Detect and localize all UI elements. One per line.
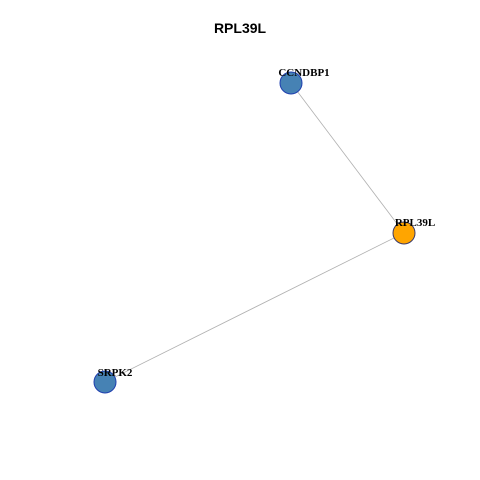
- edge-rpl39l-srpk2: [104, 232, 405, 383]
- graph-title: RPL39L: [213, 20, 267, 36]
- node-label-rpl39l: RPL39L: [395, 217, 435, 229]
- node-ccndbp1[interactable]: [279, 71, 303, 95]
- node-label-ccndbp1: CCNDBP1: [278, 67, 329, 79]
- node-srpk2[interactable]: [93, 370, 117, 394]
- edge-ccndbp1-rpl39l: [290, 82, 405, 234]
- node-label-srpk2: SRPK2: [98, 367, 133, 379]
- node-rpl39l[interactable]: [392, 221, 416, 245]
